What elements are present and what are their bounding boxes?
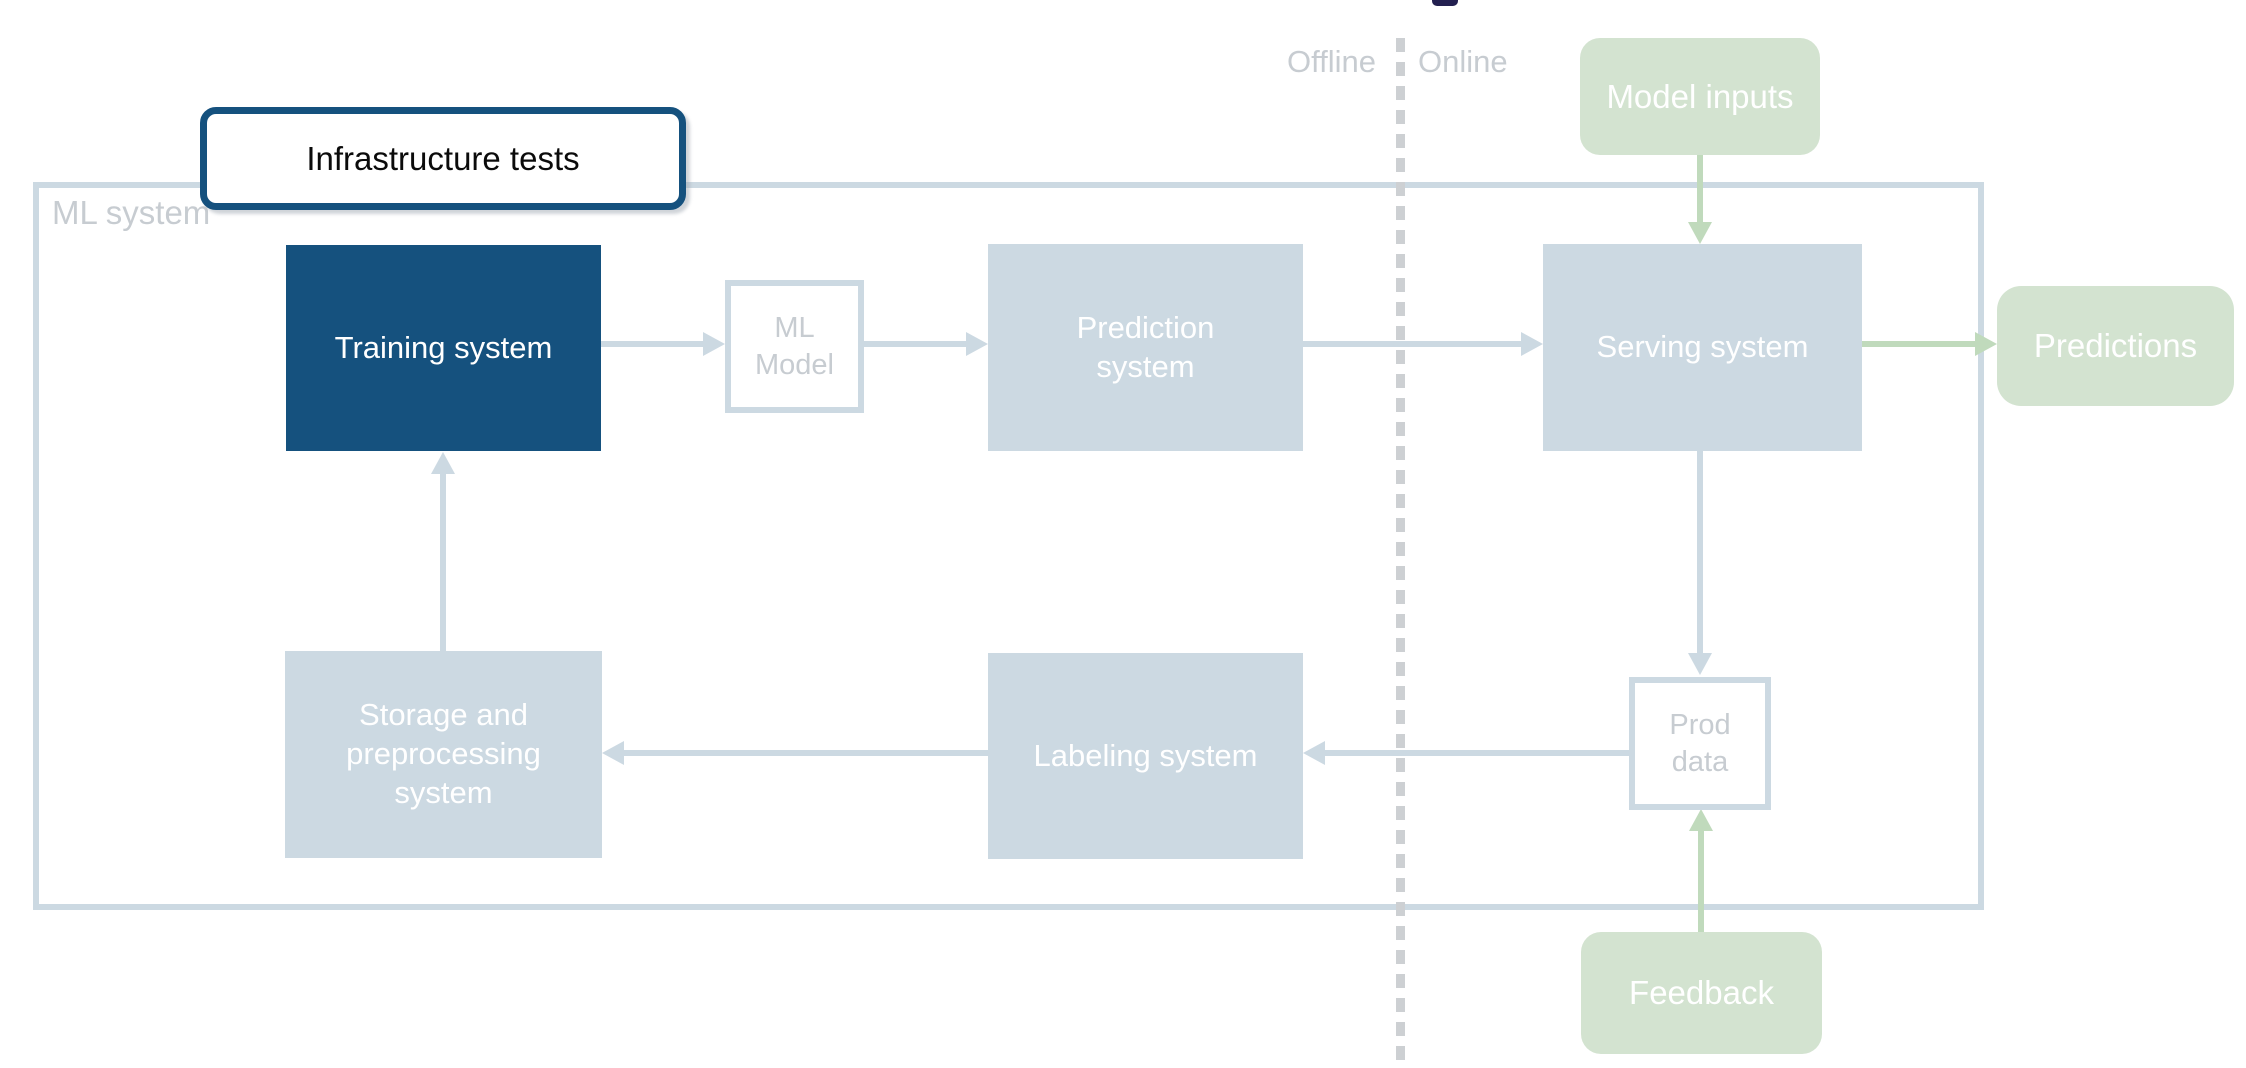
connector-proddata-to-labeling bbox=[1325, 750, 1629, 756]
arrowhead-into-labeling-icon bbox=[1303, 741, 1325, 765]
connector-labeling-to-storage bbox=[624, 750, 988, 756]
node-model-inputs: Model inputs bbox=[1580, 38, 1820, 155]
ml-system-container bbox=[33, 182, 1984, 910]
clipped-heading-glyph-icon bbox=[1432, 0, 1458, 6]
arrowhead-into-prediction-icon bbox=[966, 332, 988, 356]
node-predictions: Predictions bbox=[1997, 286, 2234, 406]
arrowhead-up-into-proddata-icon bbox=[1689, 809, 1713, 831]
connector-prediction-to-serving bbox=[1303, 341, 1521, 347]
connector-mlmodel-to-prediction bbox=[863, 341, 966, 347]
connector-serving-to-proddata bbox=[1697, 451, 1703, 653]
arrowhead-up-into-training-icon bbox=[431, 452, 455, 474]
connector-training-to-mlmodel bbox=[601, 341, 703, 347]
zone-label-offline: Offline bbox=[1286, 44, 1376, 79]
node-serving-system: Serving system bbox=[1543, 244, 1862, 451]
arrowhead-down-into-serving-icon bbox=[1688, 222, 1712, 244]
ml-system-container-label: ML system bbox=[52, 194, 211, 231]
node-ml-model: ML Model bbox=[725, 280, 864, 413]
connector-storage-to-training bbox=[440, 474, 446, 651]
arrowhead-into-predictions-icon bbox=[1975, 332, 1997, 356]
arrowhead-into-serving-icon bbox=[1521, 332, 1543, 356]
node-storage-preprocessing-system: Storage and preprocessing system bbox=[285, 651, 602, 858]
connector-feedback-to-proddata bbox=[1698, 831, 1704, 932]
arrowhead-into-storage-icon bbox=[602, 741, 624, 765]
arrowhead-into-mlmodel-icon bbox=[703, 332, 725, 356]
arrowhead-down-into-proddata-icon bbox=[1688, 653, 1712, 675]
offline-online-divider bbox=[1396, 38, 1405, 1068]
node-training-system: Training system bbox=[286, 245, 601, 451]
node-labeling-system: Labeling system bbox=[988, 653, 1303, 859]
node-prediction-system: Prediction system bbox=[988, 244, 1303, 451]
node-prod-data: Prod data bbox=[1629, 677, 1771, 810]
connector-serving-to-predictions bbox=[1862, 341, 1975, 347]
zone-label-online: Online bbox=[1418, 44, 1508, 79]
connector-modelinputs-to-serving bbox=[1697, 155, 1703, 222]
node-feedback: Feedback bbox=[1581, 932, 1822, 1054]
infrastructure-tests-callout: Infrastructure tests bbox=[200, 107, 686, 210]
